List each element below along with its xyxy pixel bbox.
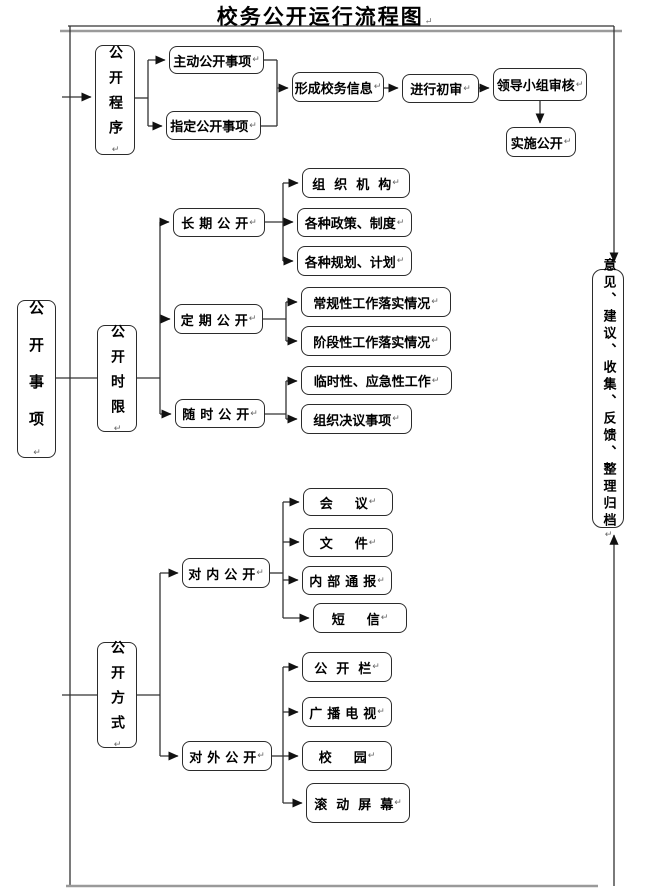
box-bulletin-board: 公开栏↵ <box>302 652 392 682</box>
box-organization: 组织机构↵ <box>302 168 410 198</box>
box-disclosure-procedure: 公开程序↵ <box>95 45 135 155</box>
box-disclosure-method: 公开方式↵ <box>97 640 137 750</box>
box-external-disclosure: 对外公开↵ <box>182 741 272 771</box>
box-document: 文件↵ <box>303 528 393 557</box>
box-form-info: 形成校务信息↵ <box>292 72 384 102</box>
procedure-connectors <box>62 55 545 131</box>
page-title: 校务公开运行流程图↵ <box>216 4 435 29</box>
box-organization-resolutions: 组织决议事项↵ <box>301 404 412 434</box>
box-internal-bulletin: 内部通报↵ <box>302 566 392 595</box>
box-phase-work-status: 阶段性工作落实情况↵ <box>301 326 451 356</box>
box-plans-programs: 各种规划、计划↵ <box>297 246 412 276</box>
method-connectors <box>62 497 310 808</box>
box-temporary-emergency-work: 临时性、应急性工作↵ <box>301 366 452 395</box>
box-leader-group-review: 领导小组审核↵ <box>493 68 587 101</box>
box-sms: 短信↵ <box>313 603 407 633</box>
timing-connectors <box>56 178 299 424</box>
box-disclosure-items: 公开事项↵ <box>17 300 56 458</box>
box-scrolling-screen: 滚动屏幕↵ <box>306 783 410 823</box>
box-routine-work-status: 常规性工作落实情况↵ <box>301 287 451 317</box>
box-radio-tv: 广播电视↵ <box>302 697 392 727</box>
box-periodic-disclosure: 定期公开↵ <box>174 304 263 334</box>
box-longterm-disclosure: 长期公开↵ <box>173 208 265 237</box>
box-implement-disclosure: 实施公开↵ <box>506 127 576 157</box>
box-campus: 校园↵ <box>302 741 392 771</box>
box-internal-disclosure: 对内公开↵ <box>182 558 270 588</box>
outer-frame <box>60 25 622 888</box>
box-designated-items: 指定公开事项↵ <box>166 111 261 140</box>
box-policies-systems: 各种政策、制度↵ <box>297 208 412 237</box>
box-anytime-disclosure: 随时公开↵ <box>175 399 265 428</box>
box-disclosure-timing: 公开时限↵ <box>97 324 137 434</box>
box-feedback-archive: 意见、建议、收集、反馈、整理归档↵ <box>592 258 624 540</box>
box-meeting: 会议↵ <box>303 488 393 516</box>
box-proactive-items: 主动公开事项↵ <box>169 46 264 74</box>
box-initial-review: 进行初审↵ <box>402 74 479 103</box>
